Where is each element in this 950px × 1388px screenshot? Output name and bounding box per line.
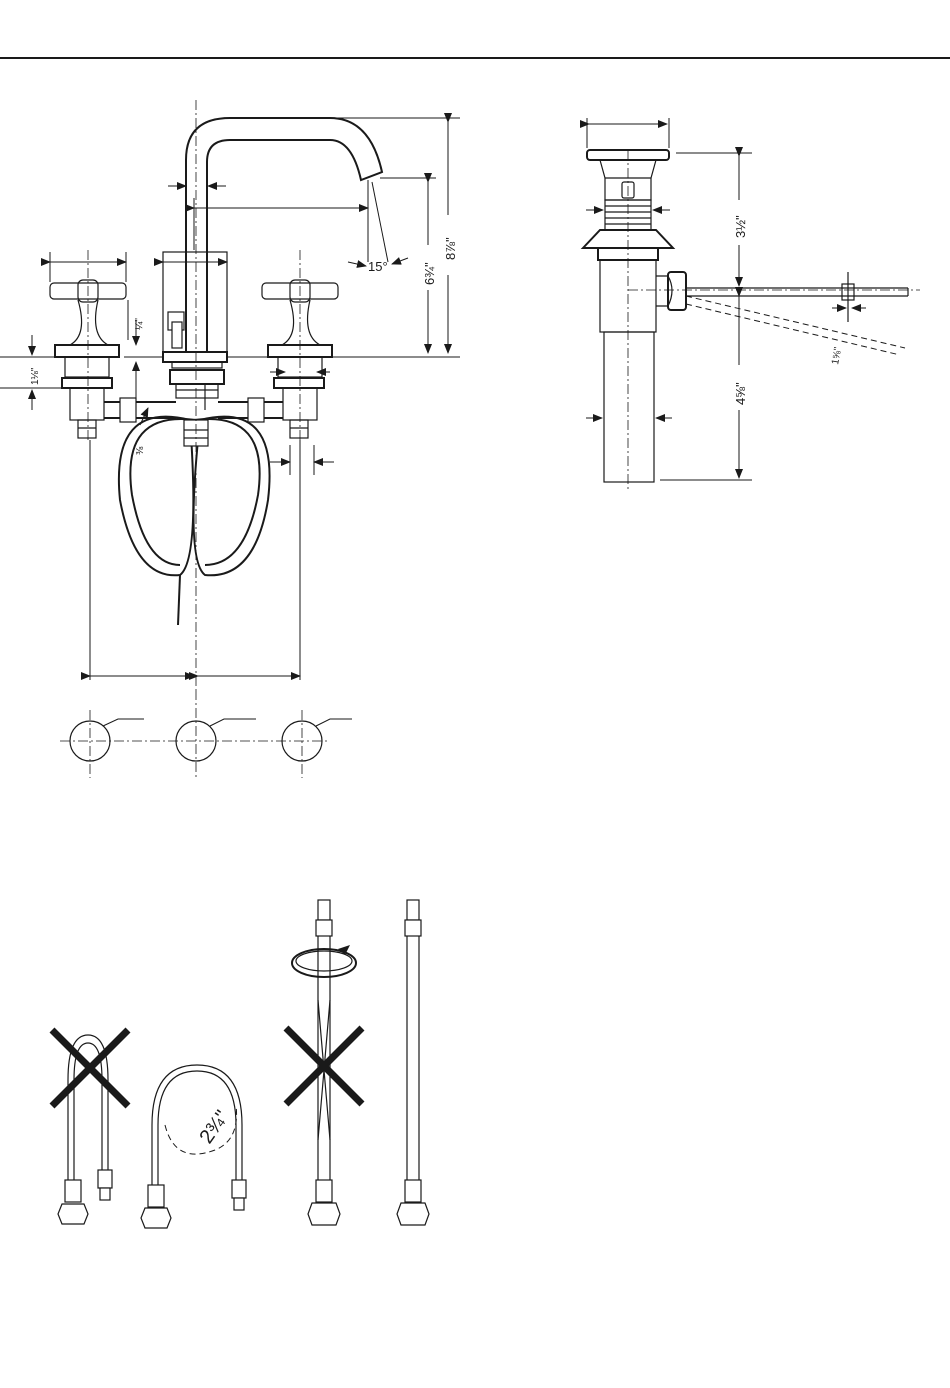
dim-flange: 1⅛" [30, 367, 41, 385]
spout [186, 118, 382, 352]
mounting-holes [60, 690, 352, 778]
dim-height-total: 8⅞" [443, 237, 458, 260]
hose-wrong-twist [286, 900, 362, 1225]
twist-arrow-icon [292, 949, 356, 977]
drain-drawing: 3½" 4⅝" 1⅝" [583, 118, 920, 492]
hose-wrong-tight-bend [52, 1030, 128, 1224]
dim-drain-upper: 3½" [733, 215, 748, 238]
dim-spout-height: 6¾" [422, 262, 437, 285]
dim-riser: ¼" [133, 318, 145, 330]
hose-installation-guide: 2¾" [52, 900, 429, 1228]
dim-hose: ⅜ [135, 446, 146, 455]
faucet-drawing: 8⅞" 6¾" 15° ¼" 1⅛" ⅜ [0, 100, 460, 778]
hose-correct-bend: 2¾" [141, 1065, 246, 1228]
dim-angle: 15° [368, 259, 388, 274]
hose-correct-straight [397, 900, 429, 1225]
dim-drain-rod: 1⅝" [830, 346, 844, 366]
hose-loop-left [119, 417, 193, 576]
dim-drain-lower: 4⅝" [733, 382, 748, 405]
